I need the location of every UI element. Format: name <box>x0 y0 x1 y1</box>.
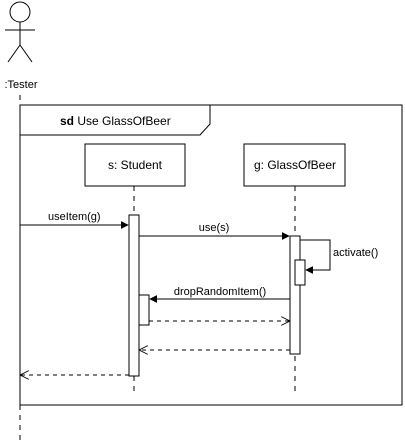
use-label: use(s) <box>199 222 230 234</box>
student-header-box <box>84 143 186 187</box>
lifeline-beer: g: GlassOfBeer <box>243 143 346 395</box>
message-droprandomitem: dropRandomItem() <box>149 286 290 303</box>
tester-actor: :Tester <box>4 1 38 91</box>
frame-name: Use GlassOfBeer <box>77 114 170 128</box>
beer-header-box <box>243 143 346 187</box>
activate-label: activate() <box>333 247 378 259</box>
frame-tab <box>19 104 211 136</box>
droprandomitem-label: dropRandomItem() <box>174 286 266 298</box>
student-label: s: Student <box>108 158 163 172</box>
frame-border <box>19 104 403 406</box>
beer-nested-activation <box>294 259 306 286</box>
sd-frame: sd Use GlassOfBeer <box>19 104 403 406</box>
message-use: use(s) <box>139 222 290 240</box>
message-useitem: useItem(g) <box>20 211 129 229</box>
actor-head <box>9 1 31 23</box>
beer-activation <box>289 235 301 355</box>
frame-title: sd Use GlassOfBeer <box>60 114 171 128</box>
beer-label: g: GlassOfBeer <box>254 158 336 172</box>
activate-arrow <box>300 239 331 274</box>
message-activate: activate() <box>300 239 378 274</box>
actor-left-leg <box>7 44 21 63</box>
student-nested-activation <box>138 294 150 326</box>
actor-label: :Tester <box>4 79 37 91</box>
useitem-label: useItem(g) <box>48 211 101 223</box>
frame-keyword: sd <box>60 114 74 128</box>
student-activation <box>128 214 140 377</box>
actor-right-leg <box>19 44 33 63</box>
